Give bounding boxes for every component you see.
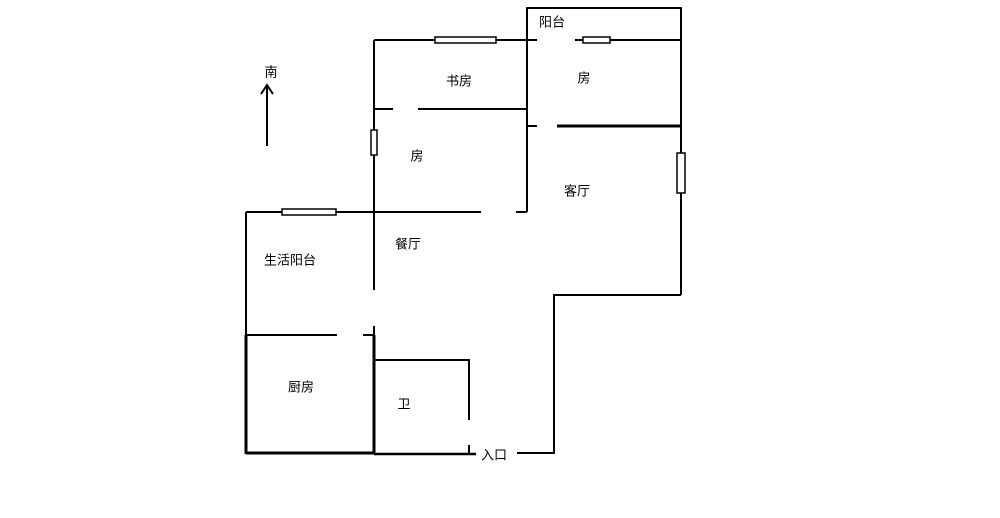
room-bedroom-w: 房 xyxy=(410,149,424,165)
room-utility-balcony: 生活阳台 xyxy=(263,253,317,269)
room-balcony: 阳台 xyxy=(538,15,566,31)
room-study: 书房 xyxy=(445,74,473,90)
room-bedroom-ne: 房 xyxy=(577,71,591,87)
room-living: 客厅 xyxy=(563,184,591,200)
room-bathroom: 卫 xyxy=(397,397,411,413)
compass-label: 南 xyxy=(264,65,278,81)
room-kitchen: 厨房 xyxy=(287,380,315,396)
window-w-room xyxy=(370,129,378,156)
walls xyxy=(244,7,682,456)
room-dining: 餐厅 xyxy=(394,237,422,253)
window-ne-room xyxy=(582,36,611,44)
window-utility xyxy=(281,208,337,216)
windows xyxy=(281,36,686,216)
window-living xyxy=(676,152,686,194)
window-study xyxy=(434,36,497,44)
north-arrow-icon xyxy=(260,83,274,146)
entrance-label: 入口 xyxy=(480,448,508,464)
